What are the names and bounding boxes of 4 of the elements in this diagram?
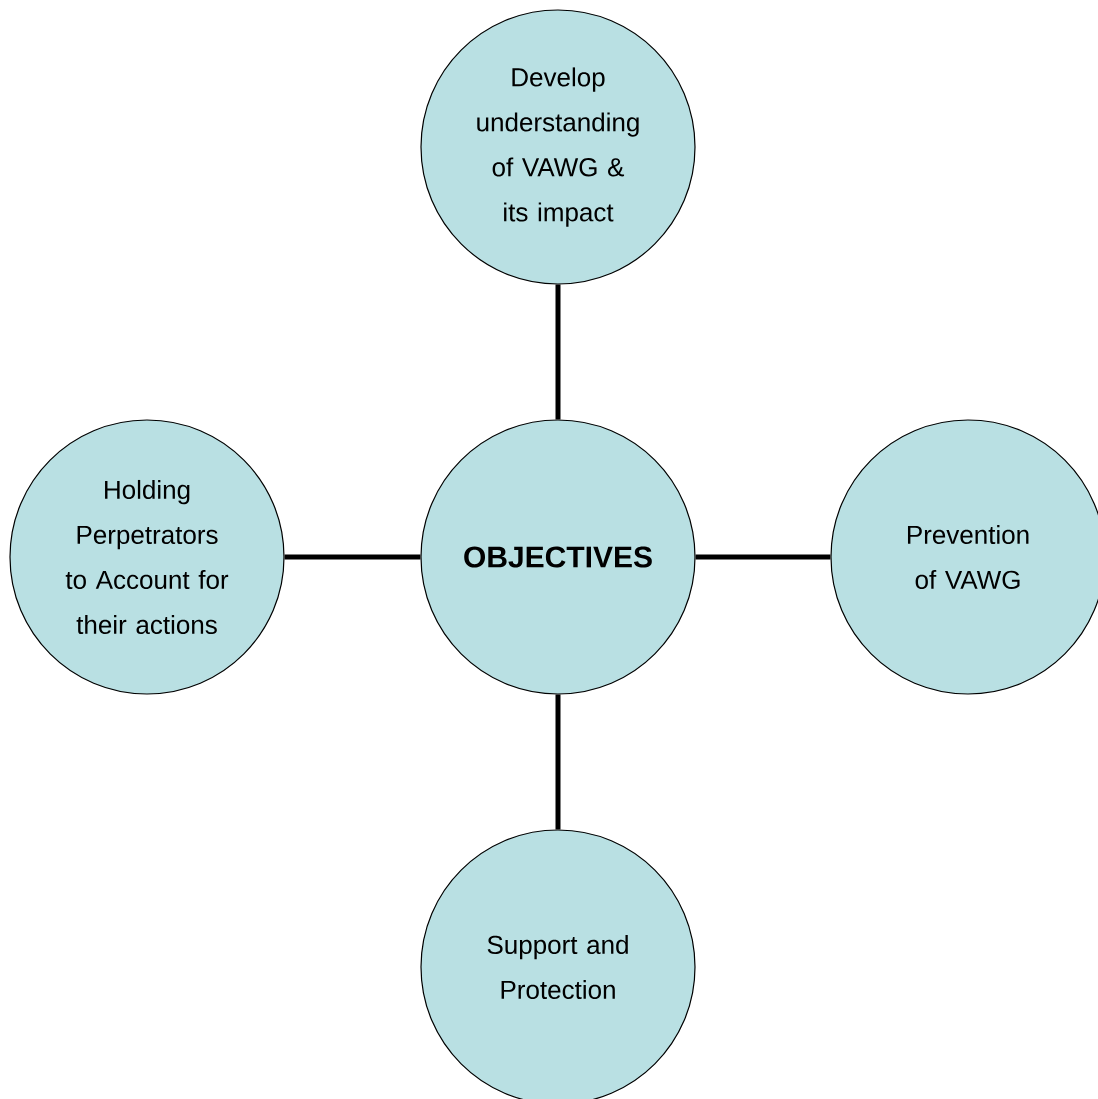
connector-line bbox=[555, 284, 561, 420]
connector-line bbox=[555, 694, 561, 830]
connector-line bbox=[695, 554, 831, 560]
connector-line bbox=[284, 554, 421, 560]
